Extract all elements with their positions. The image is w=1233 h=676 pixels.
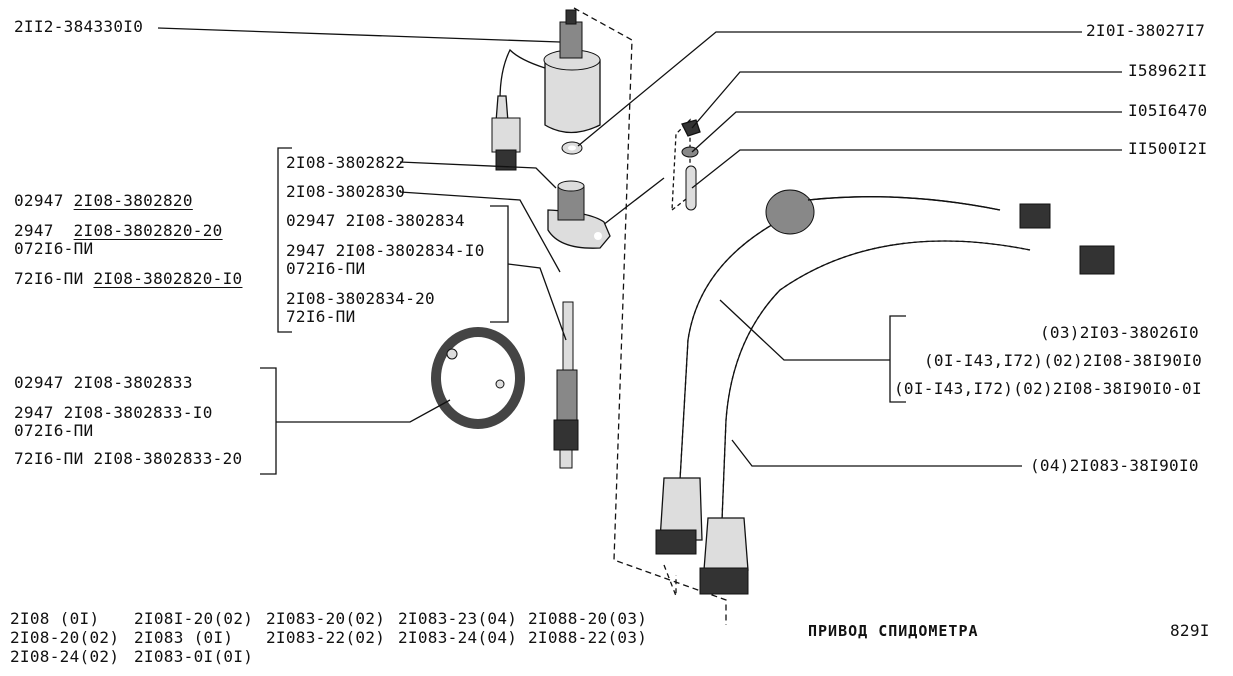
label-housing-c-code: 72I6-ПИ — [14, 269, 84, 288]
label-cable-a: (03)2I03-38026I0 — [1040, 323, 1199, 342]
label-cable-c: (0I-I43,I72)(02)2I08-38I90I0-0I — [894, 379, 1202, 398]
footer-model: 2I08-20(02) — [10, 628, 120, 647]
speed-sensor-drawing — [491, 9, 601, 171]
small-parts-drawing — [681, 119, 701, 211]
label-housing-c: 72I6-ПИ 2I08-3802820-I0 — [14, 270, 242, 288]
label-housing-c-part: 2I08-3802820-I0 — [93, 269, 243, 288]
label-gear-a: 02947 2I08-3802833 — [14, 373, 193, 392]
bracket-flange-group — [277, 147, 292, 333]
label-shaft-c-sub: 72I6-ПИ — [286, 307, 356, 326]
leader-shaft — [507, 263, 567, 341]
label-housing-b-code: 2947 — [14, 221, 54, 240]
footer-model: 2I083 (0I) — [134, 628, 234, 647]
o-ring-drawing — [553, 268, 587, 288]
leader-sensor — [157, 27, 561, 43]
label-shaft-a: 02947 2I08-3802834 — [286, 211, 465, 230]
dashed-axis-pins — [671, 118, 691, 211]
footer-model: 2I08I-20(02) — [134, 609, 254, 628]
footer-model: 2I088-20(03) — [528, 609, 648, 628]
label-housing-b-sub: 072I6-ПИ — [14, 239, 94, 258]
leader-ring — [399, 191, 561, 273]
label-drive-top: 2I0I-38027I7 — [1086, 21, 1206, 40]
label-housing-b-part: 2I08-3802820-20 — [73, 221, 223, 240]
label-cable-b: (0I-I43,I72)(02)2I08-38I90I0 — [924, 351, 1203, 370]
label-gear-b-sub: 072I6-ПИ — [14, 421, 94, 440]
label-pin: II500I2I — [1128, 139, 1208, 158]
bracket-shaft — [490, 205, 509, 323]
footer-model: 2I088-22(03) — [528, 628, 648, 647]
leader-drive-top — [577, 31, 1082, 147]
speedometer-cable-2-drawing — [699, 240, 1115, 595]
footer-model: 2I083-22(02) — [266, 628, 386, 647]
leader-gear — [276, 399, 451, 423]
footer-model: 2I083-0I(0I) — [134, 647, 254, 666]
speedometer-cable-1-drawing — [655, 189, 1051, 555]
dashed-axis-main — [573, 7, 727, 625]
label-housing-a: 02947 2I08-3802820 — [14, 192, 193, 210]
label-sensor: 2II2-384330I0 — [14, 17, 144, 36]
driven-gear-drawing — [431, 327, 525, 429]
leader-pin — [691, 149, 1122, 189]
label-gear-b: 2947 2I08-3802833-I0 — [14, 403, 213, 422]
footer-model: 2I08-24(02) — [10, 647, 120, 666]
label-flange: 2I08-3802822 — [286, 153, 406, 172]
label-washer: I05I6470 — [1128, 101, 1208, 120]
label-shaft-c: 2I08-3802834-20 — [286, 289, 435, 308]
footer-model: 2I083-23(04) — [398, 609, 518, 628]
label-shaft-b: 2947 2I08-3802834-I0 — [286, 241, 485, 260]
label-housing-b: 2947 2I08-3802820-20 — [14, 222, 223, 240]
label-housing-a-code: 02947 — [14, 191, 64, 210]
leader-cable-1 — [719, 299, 890, 361]
assembly-arrow — [593, 177, 665, 233]
label-housing-a-part: 2I08-3802820 — [73, 191, 193, 210]
diagram-title: ПРИВОД СПИДОМЕТРА — [808, 622, 979, 640]
leader-cable-2 — [731, 439, 1022, 467]
leader-flange — [399, 161, 557, 189]
label-cable-d: (04)2I083-38I90I0 — [1030, 456, 1199, 475]
dashed-axis-cable — [663, 564, 677, 597]
leader-nut — [691, 71, 1122, 129]
label-gear-c: 72I6-ПИ 2I08-3802833-20 — [14, 449, 243, 468]
label-ring: 2I08-3802830 — [286, 182, 406, 201]
footer-model: 2I08 (0I) — [10, 609, 100, 628]
leader-washer — [691, 111, 1122, 153]
drive-shaft-drawing — [553, 301, 579, 469]
footer-model: 2I083-24(04) — [398, 628, 518, 647]
bracket-cable — [889, 315, 906, 403]
bracket-gear — [260, 367, 277, 475]
drive-housing-drawing — [547, 180, 611, 249]
footer-model: 2I083-20(02) — [266, 609, 386, 628]
label-nut: I58962II — [1128, 61, 1208, 80]
label-shaft-b-sub: 072I6-ПИ — [286, 259, 366, 278]
page-number: 829I — [1170, 621, 1210, 640]
